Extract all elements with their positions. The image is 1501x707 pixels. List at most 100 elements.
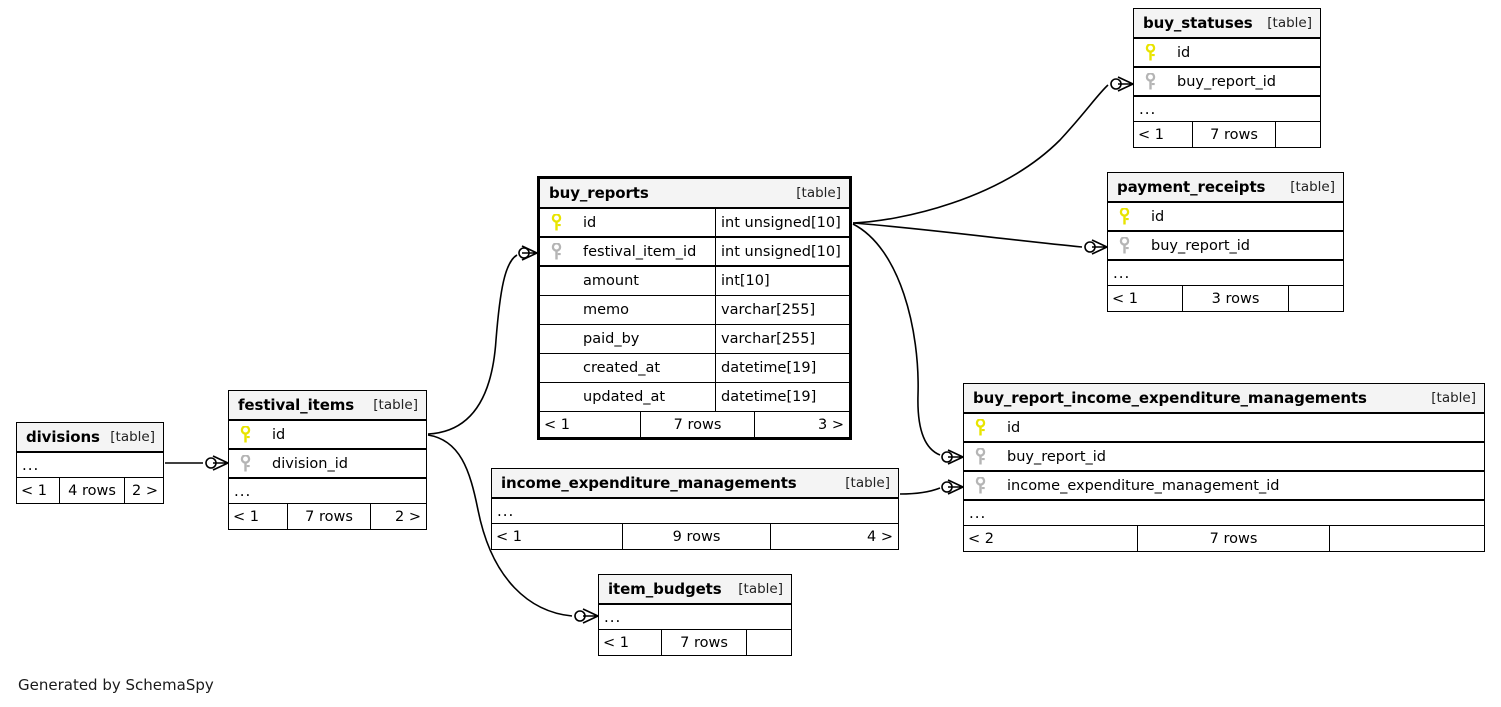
table-type-tag: [table] [373,397,418,413]
column-row[interactable]: id [1134,39,1320,68]
table-title: divisions [26,428,100,446]
row-count: 7 rows [661,630,747,655]
column-name: id [272,426,286,443]
column-name-cell: buy_report_id [1134,68,1320,95]
table-title: income_expenditure_managements [501,474,797,492]
gray-key-icon [234,455,256,472]
column-row[interactable]: id [1108,203,1343,232]
gray-key-icon [1139,73,1161,90]
next-relation-count[interactable]: 4 > [867,528,893,545]
column-row[interactable]: paid_by varchar[255] [540,325,849,354]
column-name-cell: buy_report_id [964,443,1484,470]
yellow-key-icon [1139,44,1161,61]
column-row[interactable]: buy_report_id [964,443,1484,472]
more-columns-ellipsis[interactable]: ... [599,605,791,630]
column-row[interactable]: buy_report_id [1108,232,1343,261]
column-type-cell: varchar[255] [715,325,849,353]
column-type-cell: int[10] [715,267,849,295]
column-row[interactable]: buy_report_id [1134,68,1320,97]
prev-relation-count[interactable]: < 1 [1112,290,1138,307]
relationship-edge [165,455,229,471]
column-name: id [1007,419,1021,436]
next-relation-count[interactable] [1330,526,1484,551]
column-name: buy_report_id [1151,237,1250,254]
prev-relation-count[interactable]: < 2 [968,530,994,547]
more-columns-ellipsis[interactable]: ... [1134,97,1320,122]
column-name: income_expenditure_management_id [1007,477,1280,494]
column-name-cell: memo [540,296,715,324]
table-buy_report_income_expenditure_managements[interactable]: buy_report_income_expenditure_management… [963,383,1485,552]
prev-relation-count[interactable]: < 1 [496,528,522,545]
row-count: 9 rows [622,524,771,549]
table-income_expenditure_managements[interactable]: income_expenditure_managements [table]...… [491,468,899,550]
more-columns-ellipsis[interactable]: ... [17,453,163,478]
column-name-cell: amount [540,267,715,295]
column-name: id [1177,44,1191,61]
gray-key-icon [969,477,991,494]
column-type-cell: datetime[19] [715,383,849,411]
more-columns-ellipsis[interactable]: ... [1108,261,1343,286]
next-relation-count[interactable]: 2 > [395,508,421,525]
table-header-festival_items: festival_items [table] [229,391,426,421]
next-relation-count[interactable]: 2 > [132,482,158,499]
next-relation-count[interactable]: 3 > [818,416,844,433]
row-count: 7 rows [640,412,755,437]
table-type-tag: [table] [845,475,890,491]
table-title: festival_items [238,396,355,414]
yellow-key-icon [1113,208,1135,225]
column-row[interactable]: id [229,421,426,450]
table-footer-festival_items: < 1 7 rows 2 > [229,504,426,529]
table-title: payment_receipts [1117,178,1266,196]
row-count: 7 rows [1137,526,1330,551]
relationship-edge [852,76,1134,224]
more-columns-ellipsis[interactable]: ... [964,501,1484,526]
column-row[interactable]: id [964,414,1484,443]
column-name-cell: buy_report_id [1108,232,1343,259]
column-type-cell: datetime[19] [715,354,849,382]
column-name-cell: created_at [540,354,715,382]
prev-relation-count[interactable]: < 1 [1138,126,1164,143]
table-type-tag: [table] [796,185,841,201]
table-title: buy_report_income_expenditure_management… [973,389,1367,407]
table-type-tag: [table] [1267,15,1312,31]
next-relation-count[interactable] [1276,122,1320,147]
prev-relation-count[interactable]: < 1 [21,482,47,499]
column-type-cell: varchar[255] [715,296,849,324]
column-row[interactable]: division_id [229,450,426,479]
column-name: memo [583,302,630,318]
next-relation-count[interactable] [1289,286,1343,311]
gray-key-icon [1113,237,1135,254]
table-payment_receipts[interactable]: payment_receipts [table] id buy_report_id..… [1107,172,1344,312]
table-type-tag: [table] [1290,179,1335,195]
prev-relation-count[interactable]: < 1 [233,508,259,525]
table-title: item_budgets [608,580,722,598]
relationship-edge [852,222,1108,255]
table-header-buy_report_income_expenditure_managements: buy_report_income_expenditure_management… [964,384,1484,414]
column-row[interactable]: income_expenditure_management_id [964,472,1484,501]
column-row[interactable]: memo varchar[255] [540,296,849,325]
table-footer-income_expenditure_managements: < 1 9 rows 4 > [492,524,898,549]
more-columns-ellipsis[interactable]: ... [492,499,898,524]
next-relation-count[interactable] [747,630,791,655]
generated-by-credit: Generated by SchemaSpy [18,676,214,694]
prev-relation-count[interactable]: < 1 [603,634,629,651]
table-header-income_expenditure_managements: income_expenditure_managements [table] [492,469,898,499]
more-columns-ellipsis[interactable]: ... [229,479,426,504]
prev-relation-count[interactable]: < 1 [544,416,570,433]
row-count: 7 rows [287,504,371,529]
column-name: paid_by [583,331,640,347]
column-name-cell: updated_at [540,383,715,411]
